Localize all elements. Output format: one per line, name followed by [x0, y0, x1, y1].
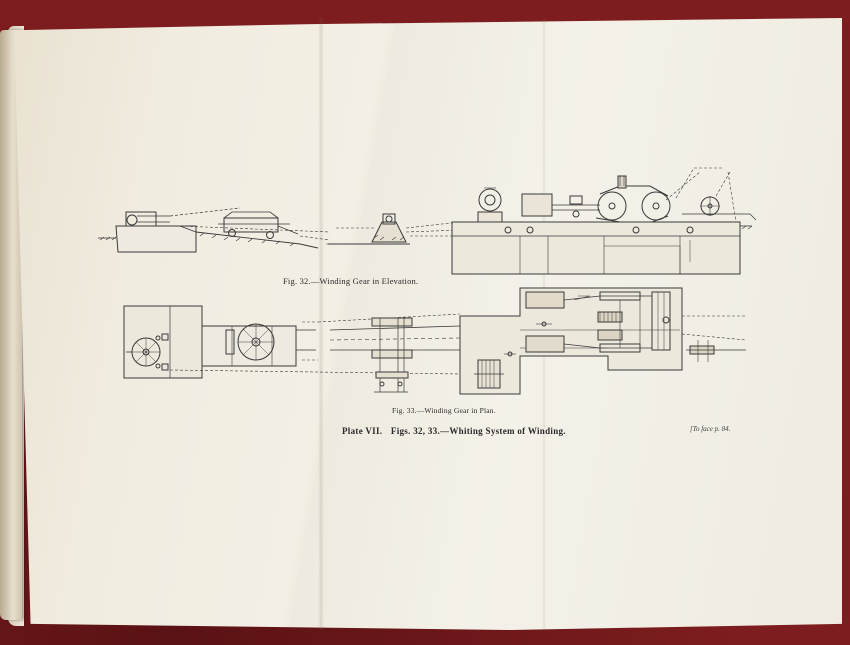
book-left-page-edge [0, 30, 22, 620]
plate-title: Figs. 32, 33.—Whiting System of Winding. [390, 426, 566, 436]
figure-32-caption: Fig. 32.—Winding Gear in Elevation. [283, 276, 419, 286]
figure-33-caption: Fig. 33.—Winding Gear in Plan. [392, 406, 496, 415]
elevation-drawing [98, 167, 757, 275]
page-fold-crease-left [318, 18, 324, 630]
page-reference-note: [To face p. 84. [690, 425, 731, 433]
plate-heading: Plate VII. Figs. 32, 33.—Whiting System … [342, 426, 572, 436]
plan-drawing [123, 287, 747, 395]
plate-number: Plate VII. [342, 426, 383, 436]
